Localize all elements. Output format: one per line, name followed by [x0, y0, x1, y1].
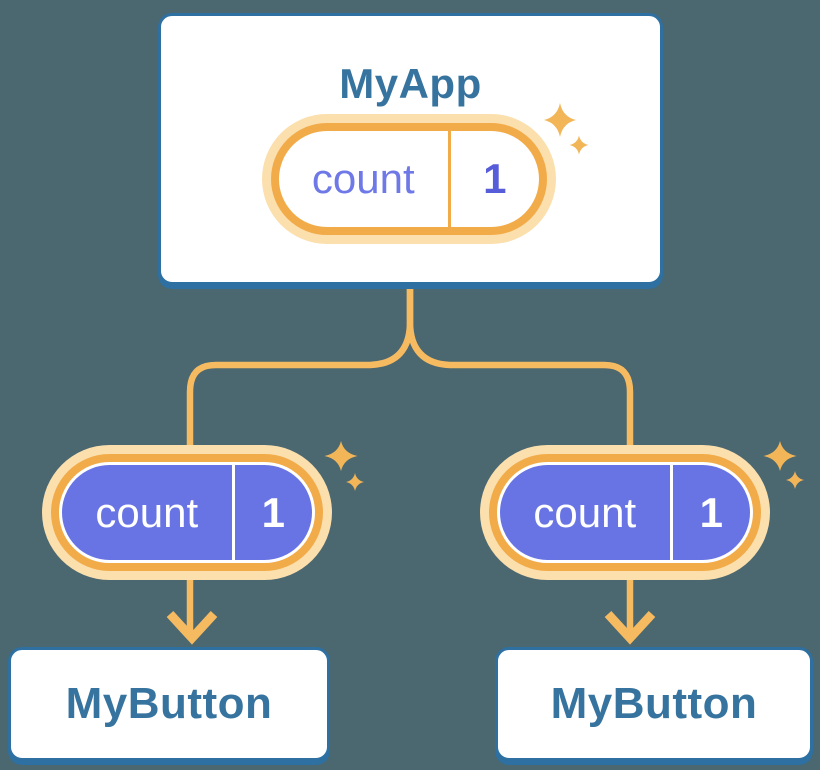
child-state-pill-right: count 1	[497, 462, 753, 563]
sparkle-icon	[346, 473, 364, 491]
state-label: count	[311, 155, 415, 202]
state-label: count	[533, 488, 637, 536]
sparkle-icon	[324, 441, 358, 471]
component-title: MyApp	[339, 60, 482, 107]
state-divider	[447, 131, 451, 227]
state-label: count	[95, 488, 199, 536]
arrow-down-icon	[604, 610, 656, 645]
state-value: 1	[261, 488, 285, 536]
arrow-down-icon	[166, 610, 218, 645]
root-state-pill: count 1	[271, 123, 547, 235]
state-value: 1	[483, 155, 507, 202]
sparkle-icon	[763, 441, 797, 471]
sparkle-icon	[786, 471, 804, 489]
child-component-card-right: MyButton	[495, 647, 813, 761]
state-value: 1	[699, 488, 723, 536]
child-state-pill-left: count 1	[59, 462, 315, 563]
state-divider	[669, 465, 673, 560]
child-component-card-left: MyButton	[8, 647, 330, 761]
component-title: MyButton	[550, 679, 758, 728]
component-title: MyButton	[65, 679, 273, 728]
connector-branch-left	[186, 286, 414, 634]
connector-branch-right	[406, 286, 634, 634]
